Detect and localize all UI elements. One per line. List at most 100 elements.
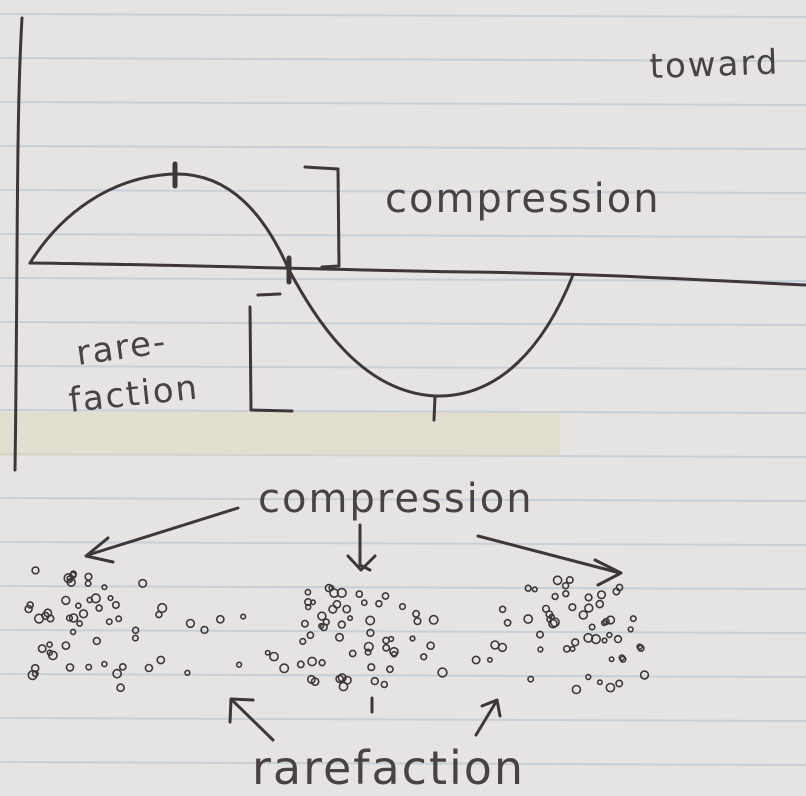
particle: [107, 594, 114, 602]
particle: [26, 601, 35, 609]
particle: [503, 618, 512, 627]
particle: [138, 578, 148, 589]
particle: [366, 628, 375, 638]
arrow-left-shaft: [86, 506, 240, 557]
particle: [131, 626, 140, 635]
particle: [471, 655, 481, 665]
particle: [420, 653, 428, 661]
particle: [304, 603, 312, 611]
particle: [296, 660, 305, 669]
particle: [299, 637, 307, 646]
particle: [69, 571, 77, 580]
particle: [390, 650, 398, 658]
rule-line: [0, 585, 806, 590]
particle: [279, 663, 290, 674]
particle: [348, 649, 357, 658]
particle: [335, 674, 344, 684]
particle: [596, 679, 603, 686]
particle: [332, 599, 342, 609]
particle: [306, 631, 315, 640]
particle: [583, 632, 594, 643]
particle: [360, 599, 368, 607]
particle: [240, 613, 247, 620]
label-compression-top: compression: [385, 176, 661, 222]
particle: [131, 634, 139, 642]
compression-bracket: [303, 165, 341, 269]
particle: [235, 661, 243, 668]
label-rarefaction-bottom: rarefaction: [252, 741, 525, 795]
particle: [328, 604, 338, 614]
particle: [551, 592, 559, 601]
particle: [615, 679, 624, 688]
particle: [264, 649, 271, 656]
particle: [370, 676, 379, 686]
particle: [565, 575, 574, 584]
particle: [629, 615, 637, 623]
rule-line: [0, 629, 806, 634]
particle: [527, 675, 535, 683]
particle: [46, 641, 53, 648]
particle: [84, 572, 93, 581]
particle: [613, 634, 623, 644]
particle: [601, 637, 608, 644]
particle: [69, 628, 77, 636]
rarefaction-bracket-top: [256, 292, 282, 297]
particle: [605, 682, 616, 693]
particle: [101, 584, 108, 591]
particle: [382, 644, 391, 652]
particle: [595, 599, 605, 609]
particle: [61, 595, 71, 606]
rule-line: [0, 57, 806, 62]
particle: [75, 602, 82, 610]
particle: [310, 677, 320, 686]
rule-line: [0, 189, 806, 194]
particle: [375, 599, 383, 608]
particle: [570, 638, 580, 647]
particle: [338, 681, 349, 692]
particle: [61, 641, 71, 650]
particle: [524, 584, 532, 592]
particle: [307, 656, 317, 667]
particle: [317, 611, 327, 621]
particle: [426, 641, 435, 651]
arrow-left-head: [84, 536, 115, 564]
particle: [602, 617, 610, 626]
particle: [385, 665, 394, 674]
particle-field: [24, 566, 650, 695]
particle: [185, 618, 196, 629]
wave-trough: [287, 268, 575, 398]
particle: [523, 614, 534, 624]
particle: [84, 579, 92, 587]
particle: [498, 605, 507, 614]
particle: [569, 645, 576, 653]
particle: [318, 658, 326, 667]
particle: [318, 622, 325, 630]
particle: [65, 614, 74, 622]
rule-line: [0, 541, 806, 546]
particle: [388, 635, 395, 643]
particle: [531, 586, 538, 593]
particle: [24, 604, 33, 614]
arrow-middle-head: [346, 554, 377, 572]
particle: [43, 608, 53, 618]
arrow-rarefaction-right-shaft: [474, 700, 498, 737]
rarefaction-bracket: [248, 305, 294, 413]
particle: [365, 615, 376, 626]
rule-line: [0, 101, 806, 106]
particle: [200, 625, 209, 635]
particle: [562, 645, 571, 653]
particle: [552, 575, 563, 586]
rule-line: [0, 145, 806, 150]
particle: [144, 663, 154, 673]
particle: [112, 668, 122, 679]
particle: [380, 680, 389, 689]
trough-tick: [432, 394, 437, 422]
particle: [92, 636, 102, 646]
particle: [490, 640, 500, 650]
particle: [389, 646, 399, 657]
particle: [615, 583, 624, 592]
ruled-lines: [0, 13, 806, 766]
particle: [596, 590, 607, 600]
particle: [78, 609, 89, 619]
